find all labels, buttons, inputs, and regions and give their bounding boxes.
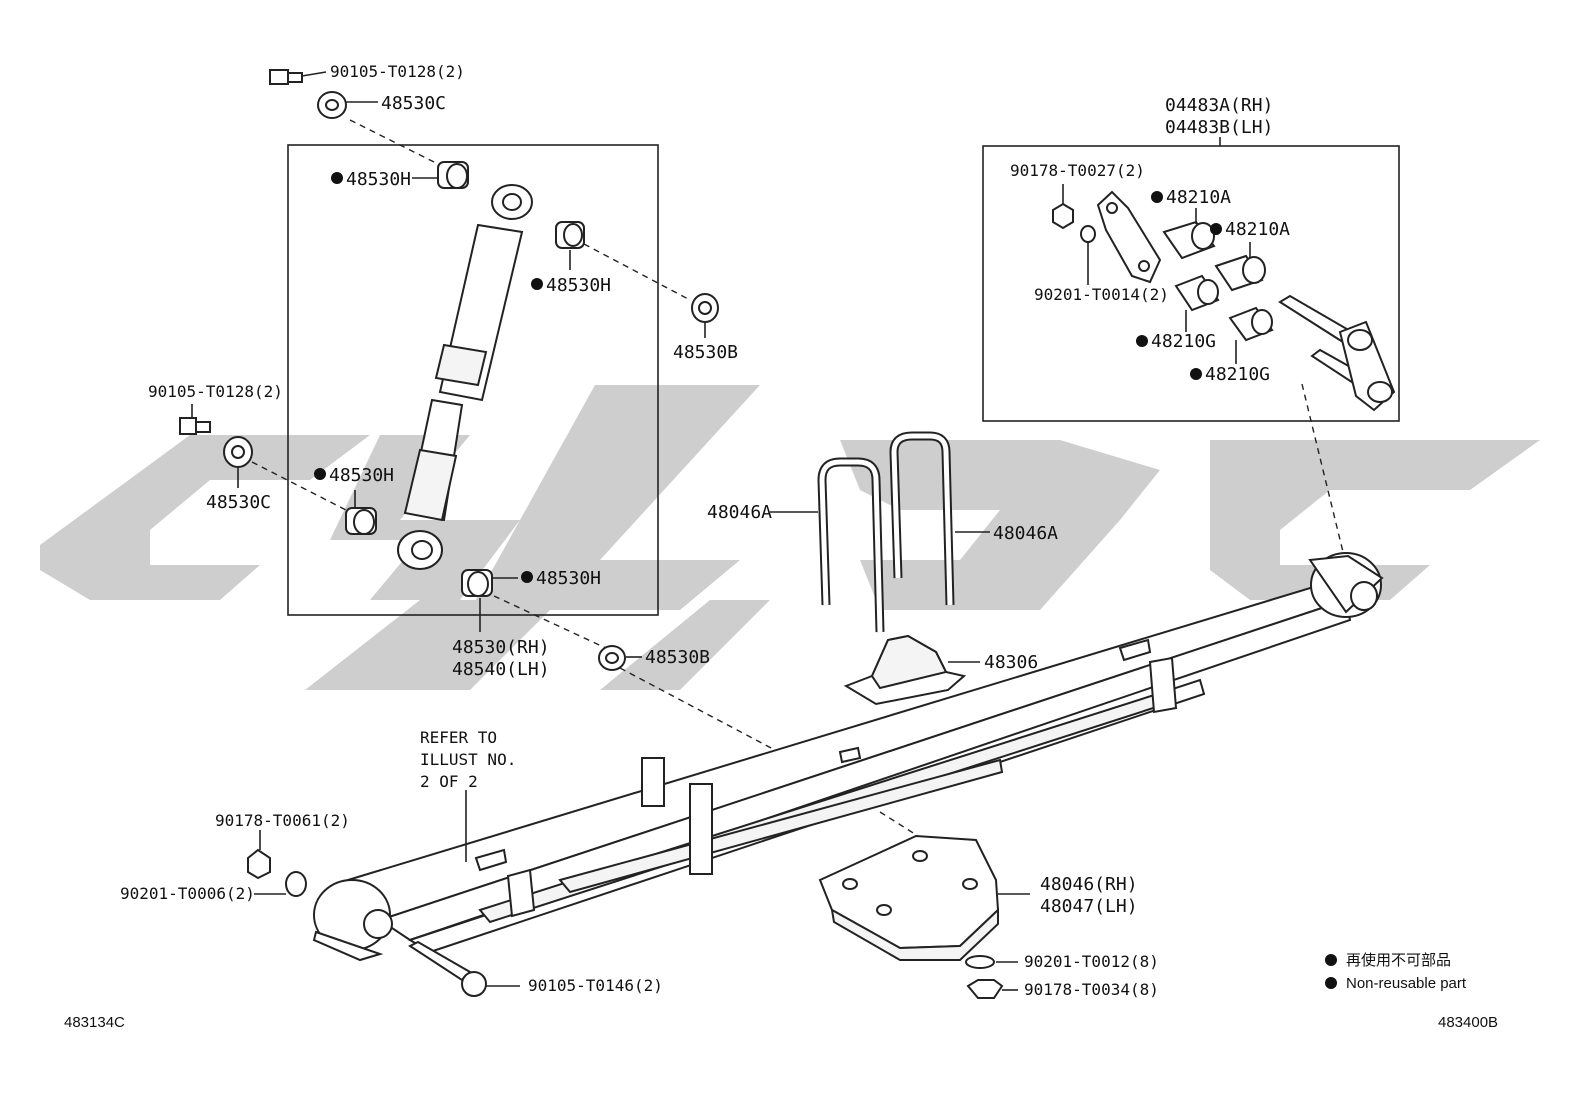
label-absorber-rh: 48530(RH)	[452, 637, 550, 658]
label-front-nut: 90178-T0061(2)	[215, 811, 350, 830]
label-u-bolt-right: 48046A	[993, 523, 1058, 544]
u-bolt-right-icon	[889, 431, 955, 606]
retainer-h4-icon	[461, 569, 493, 597]
label-front-washer: 90201-T0006(2)	[120, 884, 255, 903]
label-front-bolt: 90105-T0146(2)	[528, 976, 663, 995]
non-reusable-dot	[1210, 223, 1222, 235]
label-refer-line3: 2 OF 2	[420, 772, 478, 791]
non-reusable-dot	[1190, 368, 1202, 380]
retainer-h3-icon	[345, 507, 377, 535]
spring-seat-icon	[818, 834, 1000, 961]
retainer-b-low-icon	[598, 645, 626, 671]
retainer-b-top-icon	[691, 293, 719, 323]
label-cushion-c-top: 48530C	[381, 93, 446, 114]
bush-a1-icon	[1162, 220, 1216, 260]
seat-nut-icon	[966, 979, 1004, 999]
bolt-left-icon	[179, 417, 211, 435]
retainer-h2-icon	[555, 221, 585, 249]
shock-absorber-group-box	[287, 144, 659, 616]
label-bush-g1: 48210G	[1151, 331, 1216, 352]
non-reusable-dot	[521, 571, 533, 583]
label-shackle-lh: 04483B(LH)	[1165, 117, 1273, 138]
front-nut-icon	[247, 848, 271, 880]
label-bolt-left: 90105-T0128(2)	[148, 382, 283, 401]
label-retainer-b-low: 48530B	[645, 647, 710, 668]
label-u-bolt-left: 48046A	[707, 502, 772, 523]
label-seat-nut: 90178-T0034(8)	[1024, 980, 1159, 999]
shackle-plate-icon	[1096, 190, 1162, 284]
label-shackle-nut: 90178-T0027(2)	[1010, 161, 1145, 180]
non-reusable-dot	[314, 468, 326, 480]
label-bumper: 48306	[984, 652, 1038, 673]
non-reusable-dot	[1136, 335, 1148, 347]
label-bush-g2: 48210G	[1205, 364, 1270, 385]
label-seat-lh: 48047(LH)	[1040, 896, 1138, 917]
shock-absorber-icon	[397, 184, 533, 570]
label-bolt-top: 90105-T0128(2)	[330, 62, 465, 81]
label-shackle-rh: 04483A(RH)	[1165, 95, 1273, 116]
label-absorber-lh: 48540(LH)	[452, 659, 550, 680]
shackle-washer-icon	[1080, 225, 1096, 243]
label-shackle-washer: 90201-T0014(2)	[1034, 285, 1169, 304]
label-retainer-h3: 48530H	[329, 465, 394, 486]
legend-line-2: Non-reusable part	[1346, 975, 1467, 992]
label-retainer-h4: 48530H	[536, 568, 601, 589]
label-retainer-b-top: 48530B	[673, 342, 738, 363]
label-refer-line2: ILLUST NO.	[420, 750, 516, 769]
label-seat-washer: 90201-T0012(8)	[1024, 952, 1159, 971]
label-retainer-h1: 48530H	[346, 169, 411, 190]
legend-dot	[1325, 954, 1337, 966]
footer-right-code: 483400B	[1438, 1014, 1498, 1031]
label-seat-rh: 48046(RH)	[1040, 874, 1138, 895]
retainer-h1-icon	[437, 161, 469, 189]
label-bush-a2: 48210A	[1225, 219, 1290, 240]
front-bolt-icon	[407, 940, 487, 997]
shackle-group-box	[982, 145, 1400, 422]
label-retainer-h2: 48530H	[546, 275, 611, 296]
bush-g1-icon	[1174, 274, 1220, 312]
leaf-spring-icon	[312, 552, 1384, 962]
seat-washer-icon	[965, 955, 995, 969]
non-reusable-dot	[1151, 191, 1163, 203]
footer-left-code: 483134C	[64, 1014, 125, 1031]
shackle-bolts-icon	[1278, 294, 1396, 412]
bush-g2-icon	[1228, 306, 1274, 342]
label-refer-line1: REFER TO	[420, 728, 497, 747]
legend-line-1: 再使用不可部品	[1346, 952, 1451, 969]
bumper-icon	[843, 634, 967, 706]
bolt-top-icon	[269, 69, 303, 85]
bush-a2-icon	[1214, 254, 1266, 292]
legend-dot	[1325, 977, 1337, 989]
non-reusable-dot	[531, 278, 543, 290]
watermark-logo	[40, 385, 1540, 690]
label-cushion-c-left: 48530C	[206, 492, 271, 513]
label-bush-a1: 48210A	[1166, 187, 1231, 208]
non-reusable-dot	[331, 172, 343, 184]
u-bolt-left-icon	[817, 457, 885, 633]
front-washer-icon	[285, 871, 307, 897]
shackle-nut-icon	[1052, 202, 1074, 230]
